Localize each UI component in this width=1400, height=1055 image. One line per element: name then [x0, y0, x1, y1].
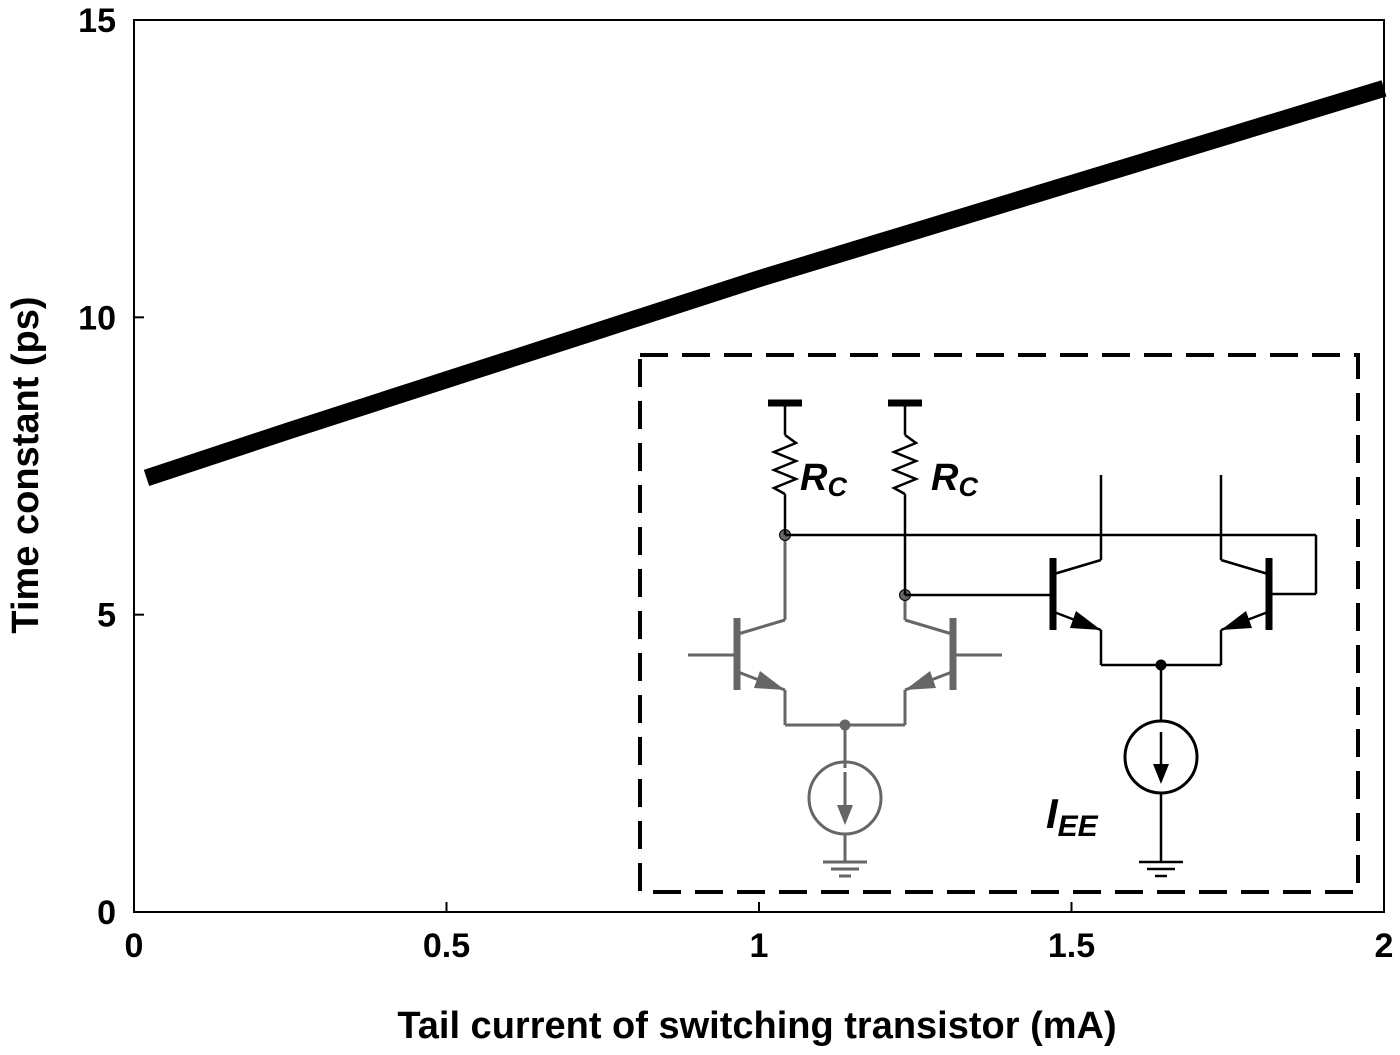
grey-right-emitter-arrow	[905, 671, 936, 690]
grey-left-emitter-arrow	[754, 671, 785, 690]
x-tick-label: 0.5	[423, 927, 470, 965]
grey-current-arrow-head	[837, 805, 853, 825]
tail-current-label-main: I	[1046, 790, 1059, 837]
left-resistor-label-sub: C	[827, 472, 847, 502]
tail-current-label-sub: EE	[1058, 810, 1099, 843]
grey-differential-pair	[688, 536, 1002, 878]
y-tick-label: 5	[97, 597, 116, 635]
black-differential-pair	[1049, 475, 1273, 878]
right-resistor-label-sub: C	[958, 472, 978, 502]
right-resistor-label: RC	[931, 457, 978, 502]
left-resistor-label: RC	[800, 457, 847, 502]
x-tick-label: 1	[750, 927, 769, 965]
x-axis-ticks: 0 0.5 1 1.5 2	[125, 902, 1394, 965]
grey-tail-node-dot	[839, 719, 851, 731]
y-tick-label: 10	[78, 299, 116, 337]
left-resistor	[770, 433, 800, 496]
tail-current-label: IEE	[1046, 790, 1099, 843]
grey-left-collector-lead	[737, 618, 786, 636]
y-tick-label: 15	[78, 2, 116, 40]
y-axis-ticks: 0 5 10 15	[78, 2, 144, 932]
inset-circuit: RC RC IEE	[638, 353, 1360, 894]
black-current-arrow-head	[1153, 764, 1169, 784]
black-right-collector-lead	[1220, 558, 1269, 576]
grey-right-collector-lead	[904, 618, 953, 636]
x-tick-label: 1.5	[1048, 927, 1095, 965]
series-line-0	[143, 80, 1387, 486]
left-resistor-label-main: R	[800, 457, 828, 499]
inset-dashed-box	[638, 353, 1360, 894]
series-layer	[143, 80, 1387, 486]
black-left-emitter-arrow	[1070, 611, 1101, 630]
y-tick-label: 0	[97, 894, 116, 932]
black-right-emitter-arrow	[1221, 611, 1252, 630]
right-resistor-label-main: R	[931, 457, 959, 499]
x-tick-label: 2	[1375, 927, 1394, 965]
right-resistor	[890, 433, 920, 496]
load-resistors	[768, 399, 1318, 597]
black-tail-node-dot	[1155, 659, 1167, 671]
y-axis-title: Time constant (ps)	[5, 296, 47, 633]
x-tick-label: 0	[125, 927, 144, 965]
x-axis-title: Tail current of switching transistor (mA…	[397, 1005, 1116, 1047]
black-left-collector-lead	[1053, 558, 1102, 576]
